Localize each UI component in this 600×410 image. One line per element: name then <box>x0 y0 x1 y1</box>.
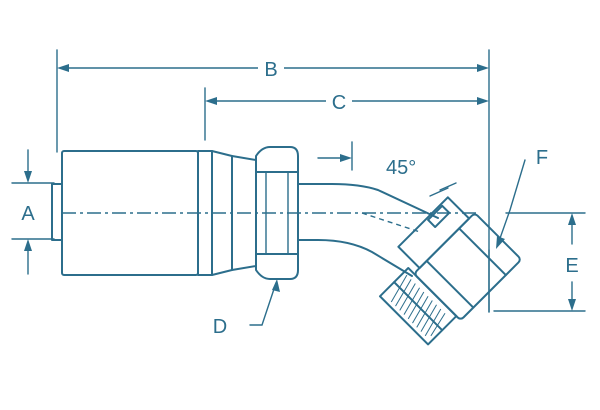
angle-label: 45° <box>386 157 416 179</box>
angle-indicator: 45° <box>317 141 457 197</box>
label-f: F <box>536 147 548 169</box>
dimension-c: C <box>204 87 489 141</box>
leader-d: D <box>213 279 280 338</box>
label-a: A <box>21 203 35 225</box>
label-c: C <box>332 92 346 114</box>
label-d: D <box>213 316 227 338</box>
bend-centerline <box>361 212 421 233</box>
swivel-end <box>378 196 521 346</box>
knurled-band <box>197 150 213 276</box>
leader-f: F <box>496 147 548 249</box>
dimension-b: B <box>56 49 490 313</box>
dimension-e: E <box>493 212 586 312</box>
bent-tube <box>297 183 439 277</box>
label-b: B <box>264 59 277 81</box>
hex-nut <box>255 146 299 280</box>
dimension-a: A <box>11 149 55 275</box>
label-e: E <box>565 255 578 277</box>
